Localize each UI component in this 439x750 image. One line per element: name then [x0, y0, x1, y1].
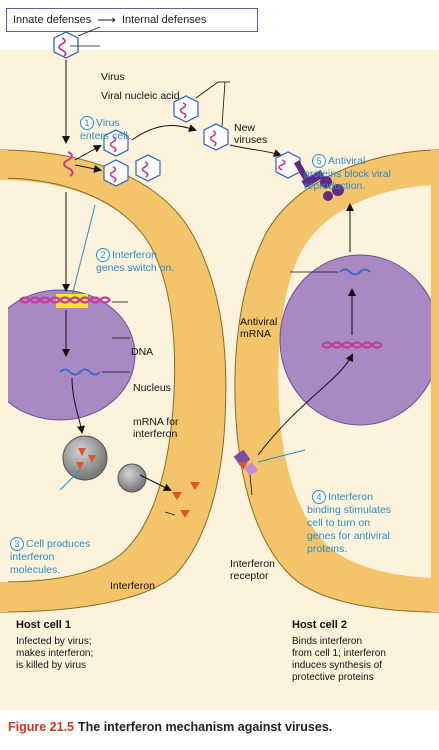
new-virus [173, 95, 199, 123]
figure-caption-text: The interferon mechanism against viruses… [78, 720, 333, 734]
label-antiviral-mrna-line2: mRNA [240, 328, 271, 340]
step-4-label-line4: genes for antiviral [307, 530, 390, 542]
label-new-viruses: New [234, 122, 256, 134]
arrow-right-icon: ⟶ [97, 12, 116, 27]
secretory-vesicle [62, 435, 108, 481]
figure-number: Figure 21.5 [8, 720, 74, 734]
new-virus [203, 123, 229, 151]
blocked-virus [275, 151, 301, 179]
label-viral-nucleic-acid: Viral nucleic acid [101, 90, 180, 102]
diagram-svg [0, 26, 439, 613]
label-interferon-receptor-line2: receptor [230, 570, 269, 582]
step-4-label-line3: cell to turn on [307, 517, 371, 529]
step-2-label-line2: genes switch on. [96, 262, 175, 274]
host-cell-2-desc-2: from cell 1; interferon [292, 648, 386, 659]
virus-particle [53, 31, 79, 59]
host-cell-2-title: Host cell 2 [292, 619, 348, 631]
dna-strand-1 [19, 296, 111, 304]
breadcrumb-to[interactable]: Internal defenses [121, 14, 207, 26]
replicating-virus [103, 129, 129, 157]
step-5-number: 5 [312, 154, 326, 168]
host-cell-2 [234, 149, 439, 613]
nucleus-2 [279, 254, 439, 426]
label-nucleus: Nucleus [133, 382, 171, 394]
host-cell-1-desc-1: Infected by virus; [16, 636, 92, 647]
antiviral-mrna [339, 268, 371, 276]
viral-nucleic-acid-released [63, 151, 74, 177]
host-cell-1-desc-3: is killed by virus [16, 660, 87, 671]
label-antiviral-mrna: Antiviral [240, 316, 278, 328]
label-mrna-interferon-line2: interferon [133, 428, 178, 440]
host-cell-2-desc-3: induces synthesis of [292, 660, 383, 671]
replicating-virus [135, 154, 161, 182]
step-3-label-line2: interferon [10, 551, 55, 563]
host-cell-1 [0, 149, 227, 613]
secretory-vesicle [117, 463, 147, 493]
step-2-number: 2 [96, 248, 110, 262]
host-cell-1-desc-2: makes interferon; [16, 648, 94, 659]
step-5-label-line2: proteins block viral [304, 168, 391, 180]
step-1-label-line2: enters cell. [80, 130, 131, 142]
label-dna: DNA [131, 346, 154, 358]
label-interferon-receptor: Interferon [230, 558, 275, 570]
step-5-label-line3: reproduction. [304, 180, 366, 192]
step-4-number: 4 [312, 490, 326, 504]
interferon-molecules [172, 482, 200, 518]
figure-caption: Figure 21.5 The interferon mechanism agai… [8, 720, 332, 734]
label-virus: Virus [101, 71, 125, 83]
host-cell-2-desc-1: Binds interferon [292, 636, 363, 647]
label-new-viruses-line2: viruses [234, 134, 268, 146]
host-cell-2-desc-4: protective proteins [292, 672, 374, 683]
breadcrumb[interactable]: Innate defenses ⟶ Internal defenses [6, 8, 258, 32]
interferon-mrna [59, 368, 101, 376]
step-1-number: 1 [80, 116, 94, 130]
label-interferon: Interferon [110, 580, 155, 592]
step-3-number: 3 [10, 537, 24, 551]
replicating-virus [103, 159, 129, 187]
step-4-label-line2: binding stimulates [307, 504, 392, 516]
host-cell-1-title: Host cell 1 [16, 619, 72, 631]
antiviral-protein [293, 160, 344, 201]
step-3-label-line3: molecules. [10, 564, 61, 576]
breadcrumb-from[interactable]: Innate defenses [13, 14, 92, 26]
label-mrna-interferon: mRNA for [133, 416, 179, 428]
step-4-label-line5: proteins. [307, 543, 348, 555]
interferon-receptor [233, 449, 258, 476]
